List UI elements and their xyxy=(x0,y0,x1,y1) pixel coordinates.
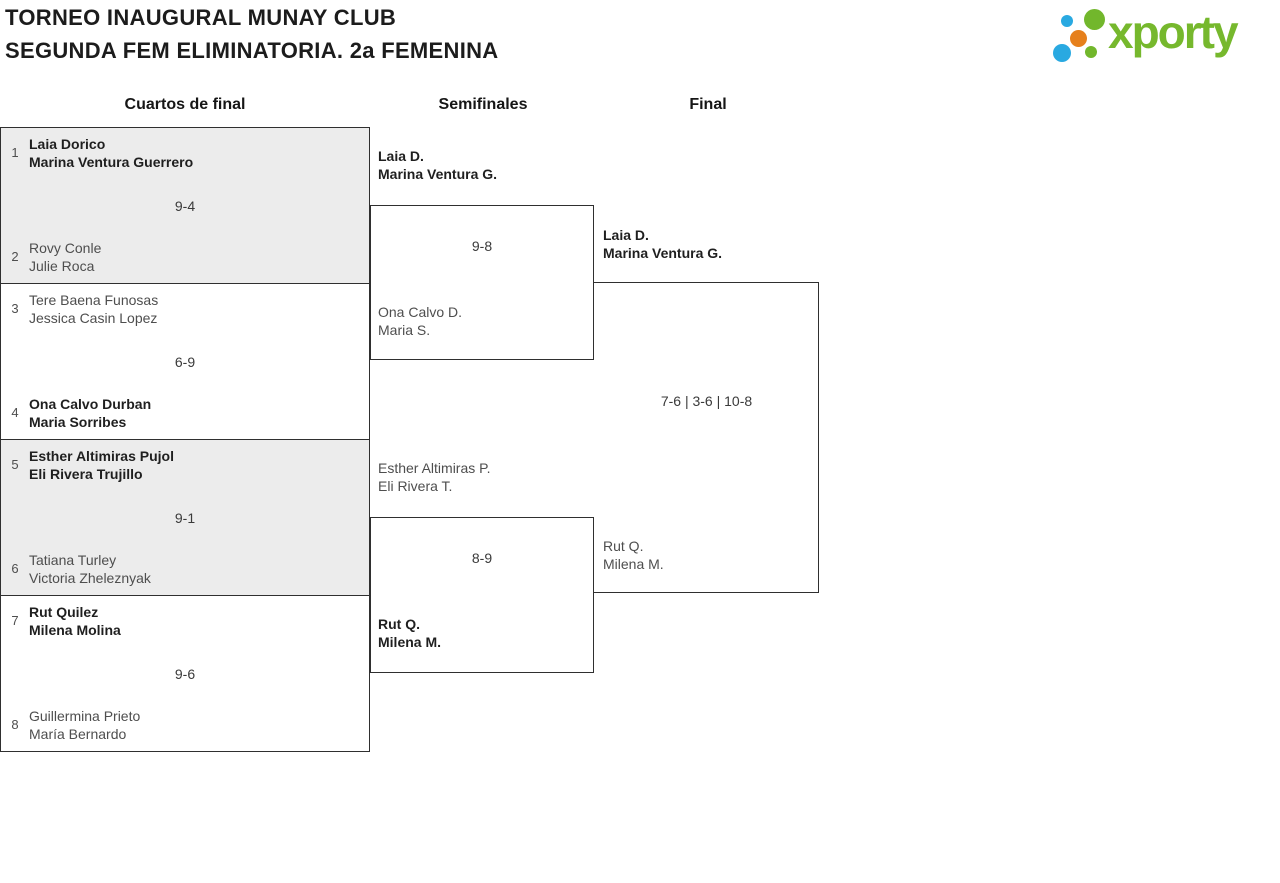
team-name: Laia D. xyxy=(603,227,649,243)
team-name: Ona Calvo D. xyxy=(378,304,463,320)
team-name: Maria Sorribes xyxy=(29,414,127,430)
team-name: María Bernardo xyxy=(29,726,127,742)
final-match-box xyxy=(594,282,819,593)
team-name: Rut Quilez xyxy=(29,604,99,620)
team-name: Julie Roca xyxy=(29,258,95,274)
logo-dot-blue-small-icon xyxy=(1061,15,1073,27)
tournament-subtitle: SEGUNDA FEM ELIMINATORIA. 2a FEMENINA xyxy=(5,38,499,63)
team-name: Maria S. xyxy=(378,322,431,338)
team-name: Milena M. xyxy=(378,634,442,650)
match-score: 9-4 xyxy=(174,198,196,214)
logo-dot-green-small-icon xyxy=(1085,46,1097,58)
xporty-logo[interactable]: xporty xyxy=(1050,0,1280,75)
team-name: Laia Dorico xyxy=(29,136,106,152)
semifinal-match-1-box xyxy=(370,205,594,360)
final-bottom-team: Rut Q. Milena M. xyxy=(603,537,664,573)
team-name: Eli Rivera Trujillo xyxy=(29,466,143,482)
seed-number: 7 xyxy=(11,613,19,628)
seed-number: 2 xyxy=(11,249,19,264)
semifinal-1-bottom-team: Ona Calvo D. Maria S. xyxy=(378,303,462,339)
semifinal-1-score: 9-8 xyxy=(471,238,493,254)
semifinal-2-score: 8-9 xyxy=(471,550,493,566)
seed-number: 8 xyxy=(11,717,19,732)
team-name: Tatiana Turley xyxy=(29,552,117,568)
seed-number: 5 xyxy=(11,457,19,472)
seed-number: 4 xyxy=(11,405,19,420)
round-header-final: Final xyxy=(689,96,727,113)
team-name: Milena Molina xyxy=(29,622,121,638)
seed-number: 6 xyxy=(11,561,19,576)
match-score: 9-6 xyxy=(174,666,196,682)
team-name: Esther Altimiras Pujol xyxy=(29,448,174,464)
team-name: Esther Altimiras P. xyxy=(378,460,491,476)
semifinal-match-2-box xyxy=(370,517,594,673)
tournament-title: TORNEO INAUGURAL MUNAY CLUB xyxy=(5,5,397,30)
final-score: 7-6 | 3-6 | 10-8 xyxy=(660,393,753,409)
team-name: Tere Baena Funosas xyxy=(29,292,159,308)
round-header-semifinals: Semifinales xyxy=(438,96,528,113)
team-name: Laia D. xyxy=(378,148,424,164)
team-name: Rut Q. xyxy=(378,616,420,632)
logo-wordmark: xporty xyxy=(1108,6,1239,58)
quarterfinal-match-1: 1 Laia Dorico Marina Ventura Guerrero 9-… xyxy=(0,127,370,284)
semifinal-1-top-team: Laia D. Marina Ventura G. xyxy=(378,147,497,183)
team-name: Eli Rivera T. xyxy=(378,478,453,494)
team-name: Victoria Zheleznyak xyxy=(29,570,151,586)
round-header-quarterfinals: Cuartos de final xyxy=(124,96,246,113)
quarterfinal-match-4: 7 Rut Quilez Milena Molina 9-6 8 Guiller… xyxy=(0,595,370,752)
seed-number: 1 xyxy=(11,145,19,160)
seed-number: 3 xyxy=(11,301,19,316)
logo-dot-blue-large-icon xyxy=(1053,44,1071,62)
match-score: 6-9 xyxy=(174,354,196,370)
team-name: Marina Ventura Guerrero xyxy=(29,154,194,170)
team-name: Marina Ventura G. xyxy=(603,245,723,261)
team-name: Rovy Conle xyxy=(29,240,102,256)
logo-dot-green-large-icon xyxy=(1084,9,1105,30)
quarterfinal-match-3: 5 Esther Altimiras Pujol Eli Rivera Truj… xyxy=(0,439,370,596)
team-name: Rut Q. xyxy=(603,538,644,554)
match-score: 9-1 xyxy=(174,510,196,526)
quarterfinal-match-2: 3 Tere Baena Funosas Jessica Casin Lopez… xyxy=(0,283,370,440)
final-top-team: Laia D. Marina Ventura G. xyxy=(603,226,722,262)
team-name: Ona Calvo Durban xyxy=(29,396,152,412)
semifinal-2-bottom-team: Rut Q. Milena M. xyxy=(378,615,441,651)
team-name: Marina Ventura G. xyxy=(378,166,498,182)
semifinal-2-top-team: Esther Altimiras P. Eli Rivera T. xyxy=(378,459,491,495)
team-name: Jessica Casin Lopez xyxy=(29,310,158,326)
team-name: Milena M. xyxy=(603,556,664,572)
logo-dot-orange-icon xyxy=(1070,30,1087,47)
team-name: Guillermina Prieto xyxy=(29,708,141,724)
